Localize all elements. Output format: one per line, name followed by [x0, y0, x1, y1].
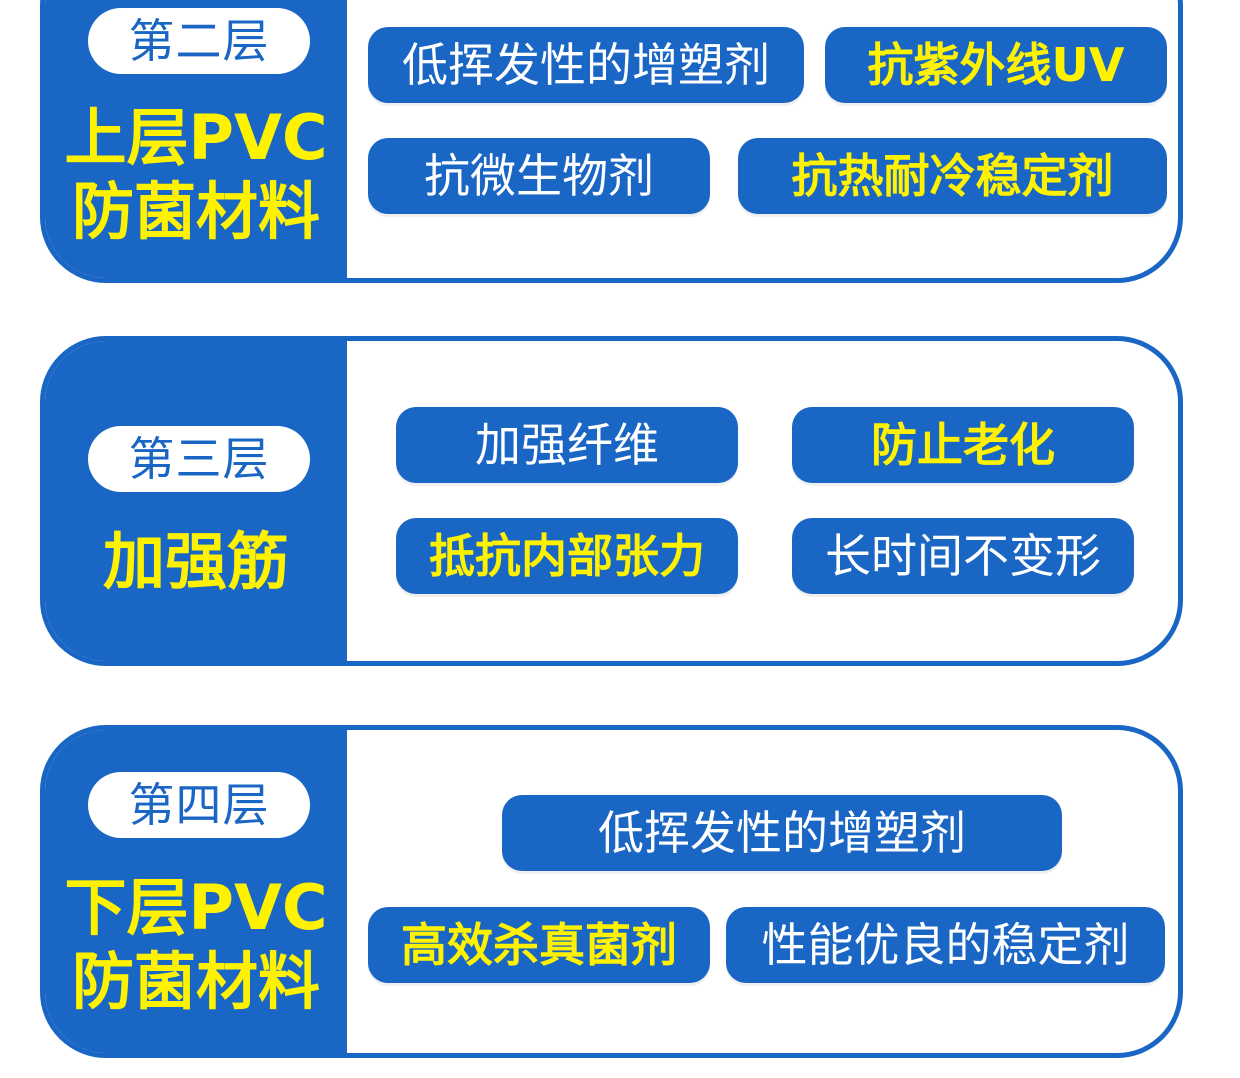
- feature-tag: 抵抗内部张力: [396, 518, 738, 594]
- layer-title-line1: 上层PVC: [64, 101, 328, 174]
- layer-card-3: 第三层 加强筋 加强纤维 防止老化 抵抗内部张力 长时间不变形: [40, 336, 1183, 666]
- layer-title-line1: 加强筋: [102, 525, 289, 598]
- layer-card-2-sidebar: 第二层 上层PVC 防菌材料: [45, 0, 347, 278]
- layer-label: 第三层: [88, 426, 310, 492]
- layer-card-2: 第二层 上层PVC 防菌材料 低挥发性的增塑剂 抗紫外线UV 抗微生物剂 抗热耐…: [40, 0, 1183, 283]
- feature-tag: 防止老化: [792, 407, 1134, 483]
- feature-tag: 高效杀真菌剂: [368, 907, 710, 983]
- feature-tag: 抗紫外线UV: [825, 27, 1167, 103]
- feature-tag: 抗微生物剂: [368, 138, 710, 214]
- layer-label: 第二层: [88, 8, 310, 74]
- feature-tag: 低挥发性的增塑剂: [368, 27, 804, 103]
- feature-tag: 性能优良的稳定剂: [726, 907, 1165, 983]
- layer-title-line1: 下层PVC: [64, 871, 328, 944]
- feature-tag: 抗热耐冷稳定剂: [738, 138, 1167, 214]
- layer-card-3-sidebar: 第三层 加强筋: [45, 341, 347, 661]
- layer-title-line2: 防菌材料: [71, 175, 320, 248]
- layer-label: 第四层: [88, 772, 310, 838]
- layer-card-4-sidebar: 第四层 下层PVC 防菌材料: [45, 730, 347, 1053]
- feature-tag: 加强纤维: [396, 407, 738, 483]
- feature-tag: 低挥发性的增塑剂: [502, 795, 1062, 871]
- layer-card-4: 第四层 下层PVC 防菌材料 低挥发性的增塑剂 高效杀真菌剂 性能优良的稳定剂: [40, 725, 1183, 1058]
- layer-title-line2: 防菌材料: [71, 945, 320, 1018]
- feature-tag: 长时间不变形: [792, 518, 1134, 594]
